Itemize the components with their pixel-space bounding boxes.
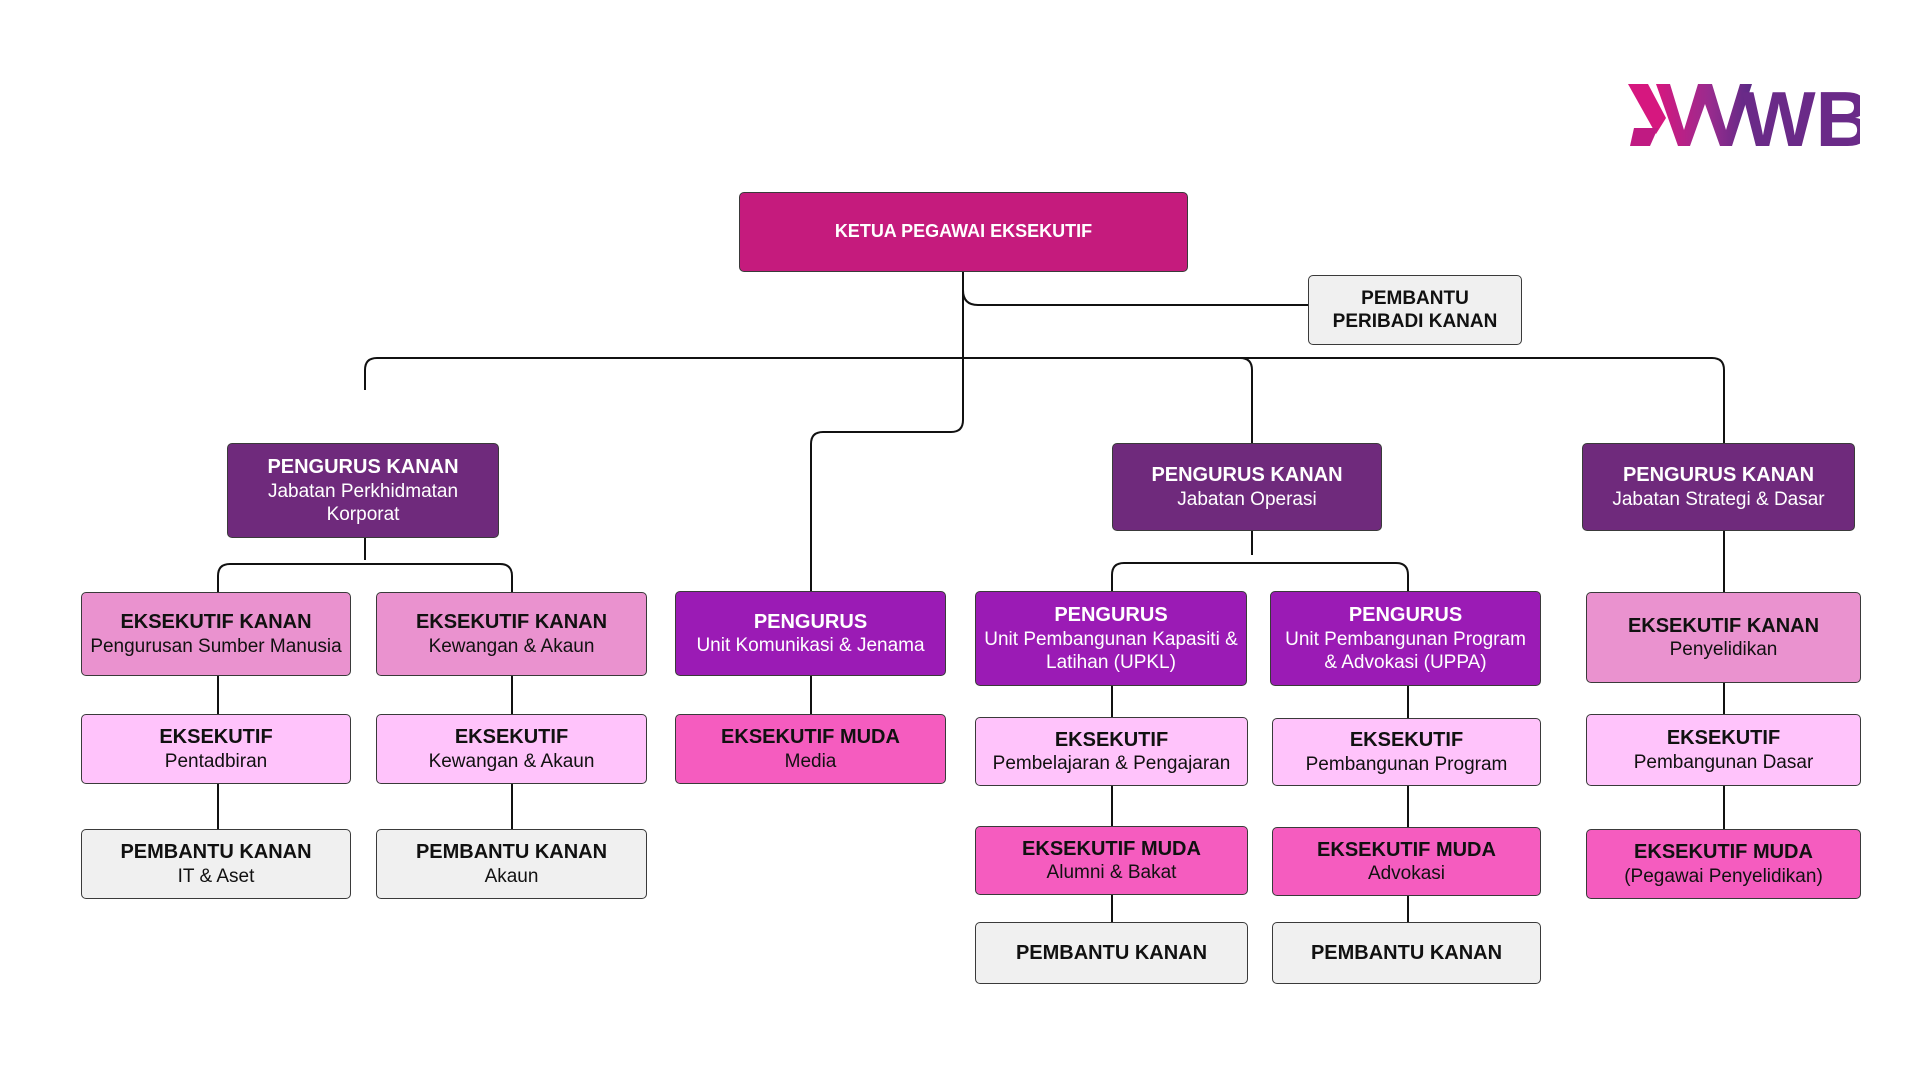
node-subtitle: Alumni & Bakat <box>1046 862 1177 884</box>
connector-media <box>810 343 964 591</box>
node-eksekutif-kanan-sumber-manusia: EKSEKUTIF KANAN Pengurusan Sumber Manusi… <box>81 592 351 676</box>
node-title: EKSEKUTIF <box>1054 728 1169 751</box>
node-pembantu-kanan-it-aset: PEMBANTU KANAN IT & Aset <box>81 829 351 899</box>
node-pengurus-kanan-operasi: PENGURUS KANAN Jabatan Operasi <box>1112 443 1382 531</box>
node-title: EKSEKUTIF MUDA <box>1317 838 1496 861</box>
node-subtitle: IT & Aset <box>177 865 255 887</box>
node-title: PENGURUS <box>753 610 868 633</box>
node-pembantu-peribadi-kanan: PEMBANTU PERIBADI KANAN <box>1308 275 1522 345</box>
connector-ceo-pa <box>962 289 1308 306</box>
node-title: KETUA PEGAWAI EKSEKUTIF <box>834 221 1093 242</box>
node-eksekutif-pembangunan-dasar: EKSEKUTIF Pembangunan Dasar <box>1586 714 1861 786</box>
node-subtitle: Advokasi <box>1367 863 1446 885</box>
node-pengurus-kanan-strategi: PENGURUS KANAN Jabatan Strategi & Dasar <box>1582 443 1855 531</box>
node-subtitle: Akaun <box>484 865 539 887</box>
node-title: EKSEKUTIF KANAN <box>120 611 312 634</box>
node-subtitle: Unit Komunikasi & Jenama <box>696 635 925 657</box>
node-subtitle: Kewangan & Akaun <box>428 750 595 772</box>
node-title: PENGURUS KANAN <box>1151 464 1343 487</box>
logo-mark-left <box>1628 84 1666 134</box>
node-subtitle: Pembelajaran & Pengajaran <box>992 753 1231 775</box>
node-title: PEMBANTU KANAN <box>120 841 312 864</box>
node-eksekutif-pembangunan-program: EKSEKUTIF Pembangunan Program <box>1272 718 1541 786</box>
node-pembantu-kanan-uppa: PEMBANTU KANAN <box>1272 922 1541 984</box>
node-ketua-pegawai-eksekutif: KETUA PEGAWAI EKSEKUTIF <box>739 192 1188 272</box>
node-title: PEMBANTU KANAN <box>1015 941 1208 964</box>
node-eksekutif-kanan-kewangan: EKSEKUTIF KANAN Kewangan & Akaun <box>376 592 647 676</box>
node-subtitle: Jabatan Strategi & Dasar <box>1612 488 1825 510</box>
node-subtitle: Jabatan Perkhidmatan Korporat <box>267 480 459 525</box>
node-title: PEMBANTU KANAN <box>415 841 608 864</box>
node-subtitle: Unit Pembangunan Program & Advokasi (UPP… <box>1285 628 1526 673</box>
node-title: EKSEKUTIF <box>1349 729 1464 752</box>
node-subtitle: Media <box>784 750 837 772</box>
node-eksekutif-muda-advokasi: EKSEKUTIF MUDA Advokasi <box>1272 827 1541 896</box>
node-pembantu-kanan-upkl: PEMBANTU KANAN <box>975 922 1248 984</box>
node-subtitle: Pentadbiran <box>164 750 268 772</box>
connector-korporat-split <box>217 538 513 592</box>
node-subtitle: Kewangan & Akaun <box>428 635 595 657</box>
node-eksekutif-muda-penyelidikan: EKSEKUTIF MUDA (Pegawai Penyelidikan) <box>1586 829 1861 899</box>
connector-operasi <box>1239 357 1253 443</box>
node-title: EKSEKUTIF MUDA <box>1634 841 1813 864</box>
node-subtitle: Pembangunan Program <box>1305 753 1508 775</box>
node-subtitle: Jabatan Operasi <box>1177 488 1317 510</box>
node-title: PENGURUS <box>1348 604 1463 627</box>
node-eksekutif-muda-alumni: EKSEKUTIF MUDA Alumni & Bakat <box>975 826 1248 895</box>
logo-text: WBS <box>1742 80 1860 152</box>
node-pengurus-kanan-korporat: PENGURUS KANAN Jabatan Perkhidmatan Korp… <box>227 443 499 538</box>
node-subtitle: Unit Pembangunan Kapasiti & Latihan (UPK… <box>984 628 1238 673</box>
logo-mark-w <box>1656 84 1752 146</box>
node-subtitle: Pengurusan Sumber Manusia <box>90 635 342 657</box>
node-eksekutif-pembelajaran: EKSEKUTIF Pembelajaran & Pengajaran <box>975 717 1248 786</box>
node-title: EKSEKUTIF MUDA <box>1022 837 1201 860</box>
node-pengurus-upkl: PENGURUS Unit Pembangunan Kapasiti & Lat… <box>975 591 1247 686</box>
node-title: EKSEKUTIF <box>1666 727 1781 750</box>
node-eksekutif-kanan-penyelidikan: EKSEKUTIF KANAN Penyelidikan <box>1586 592 1861 683</box>
node-eksekutif-kewangan: EKSEKUTIF Kewangan & Akaun <box>376 714 647 784</box>
node-subtitle: Pembangunan Dasar <box>1633 751 1814 773</box>
node-title: PENGURUS <box>1054 604 1168 627</box>
wbs-logo: WBS <box>1628 80 1860 152</box>
node-title: EKSEKUTIF <box>159 726 273 749</box>
node-subtitle: (Pegawai Penyelidikan) <box>1624 865 1823 887</box>
node-title: EKSEKUTIF <box>454 726 569 749</box>
node-title: PEMBANTU KANAN <box>1310 941 1503 964</box>
node-title: EKSEKUTIF KANAN <box>1627 614 1820 637</box>
node-title: EKSEKUTIF MUDA <box>721 726 900 749</box>
node-pengurus-uppa: PENGURUS Unit Pembangunan Program & Advo… <box>1270 591 1541 686</box>
node-title: PENGURUS KANAN <box>267 456 459 479</box>
node-eksekutif-muda-media: EKSEKUTIF MUDA Media <box>675 714 946 784</box>
node-subtitle: Penyelidikan <box>1669 639 1778 661</box>
node-title: EKSEKUTIF KANAN <box>415 611 608 634</box>
connector-bus <box>364 357 1725 443</box>
logo-mark-bottom <box>1630 128 1658 146</box>
connector-operasi-split <box>1111 531 1409 591</box>
node-title: PEMBANTU PERIBADI KANAN <box>1332 287 1498 332</box>
node-pengurus-komunikasi-jenama: PENGURUS Unit Komunikasi & Jenama <box>675 591 946 676</box>
node-eksekutif-pentadbiran: EKSEKUTIF Pentadbiran <box>81 714 351 784</box>
node-pembantu-kanan-akaun: PEMBANTU KANAN Akaun <box>376 829 647 899</box>
node-title: PENGURUS KANAN <box>1622 464 1815 487</box>
